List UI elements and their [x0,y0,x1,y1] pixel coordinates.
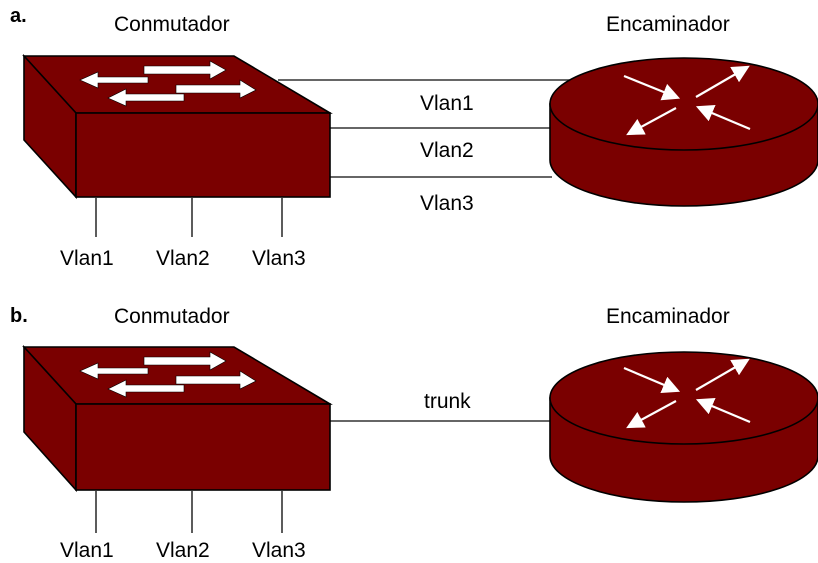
port-label-vlan3: Vlan3 [252,539,306,562]
router-device [549,351,818,503]
port-label-vlan2: Vlan2 [156,539,210,562]
switch-arrows-icon [79,60,257,107]
port-label-vlan1: Vlan1 [60,247,114,270]
switch-arrows-icon [79,351,257,398]
panel-tag: a. [10,5,27,27]
router-arrows-icon [623,358,751,429]
switch-label: Conmutador [114,13,230,36]
link-label-vlan1: Vlan1 [420,92,474,115]
router-top-face [549,57,818,151]
switch-top-face [22,55,333,114]
panel-b: b. Conmutador Encaminador trunk Vlan1 Vl… [10,305,818,562]
port-label-vlan3: Vlan3 [252,247,306,270]
panel-a: a. Conmutador Encaminador Vlan1 Vlan2 Vl… [10,5,818,270]
router-device [549,57,818,207]
link-label-vlan2: Vlan2 [420,139,474,162]
switch-device [22,344,333,493]
switch-front-face [75,403,331,491]
panel-tag: b. [10,305,28,327]
router-top-face [549,351,818,445]
router-arrows-icon [623,65,751,136]
switch-top-face [22,346,333,405]
switch-front-face [75,112,331,198]
port-label-vlan2: Vlan2 [156,247,210,270]
port-label-vlan1: Vlan1 [60,539,114,562]
router-label: Encaminador [606,305,730,328]
link-label-trunk: trunk [424,390,471,413]
router-label: Encaminador [606,13,730,36]
link-label-vlan3: Vlan3 [420,192,474,215]
switch-device [22,53,333,200]
switch-label: Conmutador [114,305,230,328]
